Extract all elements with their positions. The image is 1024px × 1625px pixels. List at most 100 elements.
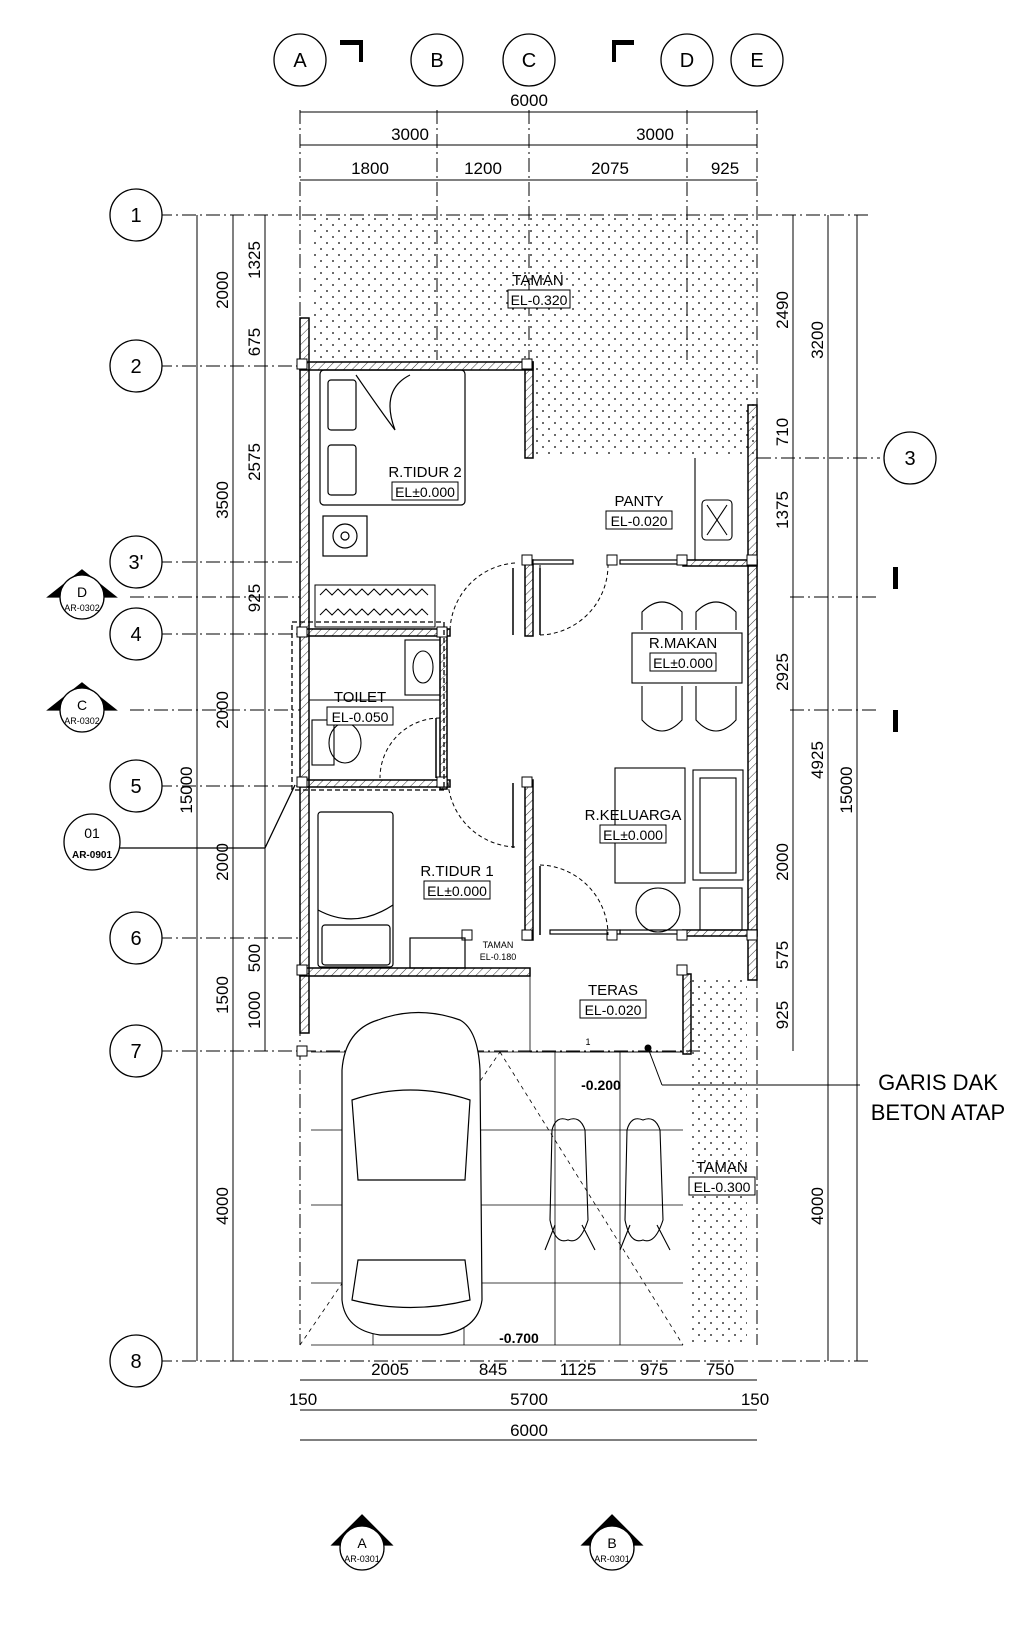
wardrobe-top — [314, 584, 436, 628]
motorbikes — [544, 1118, 671, 1251]
grid-row-4: 4 — [130, 624, 141, 646]
room-keluarga-el: EL±0.000 — [603, 827, 663, 843]
room-makan: R.MAKAN — [649, 635, 717, 652]
section-ticks — [340, 40, 898, 732]
room-taman-side-el: EL-0.300 — [694, 1179, 751, 1195]
dining-set — [631, 601, 743, 732]
callout-line-1: GARIS DAK — [878, 1070, 998, 1095]
room-panty-el: EL-0.020 — [611, 513, 668, 529]
door-leaves — [435, 568, 541, 935]
room-makan-el: EL±0.000 — [653, 655, 713, 671]
dim-left-mid-3: 2000 — [213, 691, 232, 729]
dim-bot-seg-1: 2005 — [371, 1360, 409, 1379]
room-taman-small: TAMAN — [483, 940, 514, 950]
section-b-letter: B — [607, 1535, 616, 1551]
section-c-letter: C — [77, 697, 87, 713]
pantry-counter — [694, 458, 733, 560]
callout-line-2: BETON ATAP — [871, 1100, 1005, 1125]
grid-row-8: 8 — [130, 1351, 141, 1373]
dim-left-mid-4: 2000 — [213, 843, 232, 881]
room-toilet: TOILET — [334, 689, 386, 706]
dim-bot-sub-2: 5700 — [510, 1390, 548, 1409]
section-a-letter: A — [357, 1535, 367, 1551]
walls — [299, 317, 758, 1055]
dim-right-inner-1: 2490 — [773, 291, 792, 329]
dim-bot-total: 6000 — [510, 1421, 548, 1440]
grid-row-6: 6 — [130, 928, 141, 950]
dim-left-inner-1: 1325 — [245, 241, 264, 279]
wall-openings — [532, 559, 684, 935]
room-tidur2-el: EL±0.000 — [395, 484, 455, 500]
dim-left-mid-2: 3500 — [213, 481, 232, 519]
grid-col-e: E — [750, 50, 763, 72]
dim-right-inner-6: 575 — [773, 941, 792, 969]
dim-right-inner-2: 710 — [773, 418, 792, 446]
dim-right-inner-7: 925 — [773, 1001, 792, 1029]
callout-leader — [644, 1044, 860, 1086]
dim-bot-sub-1: 150 — [289, 1390, 317, 1409]
dim-left-inner-6: 1000 — [245, 991, 264, 1029]
dim-bot-seg-5: 750 — [706, 1360, 734, 1379]
detail-number: 01 — [84, 825, 100, 841]
dim-right-mid-1: 3200 — [808, 321, 827, 359]
level-slope-mark: 1 — [585, 1037, 590, 1047]
column-bubbles — [273, 33, 784, 87]
dim-left-mid-6: 4000 — [213, 1187, 232, 1225]
dim-left-inner-2: 675 — [245, 328, 264, 356]
grid-col-a: A — [293, 50, 307, 72]
room-keluarga: R.KELUARGA — [585, 807, 682, 824]
grid-row-3p: 3' — [129, 552, 144, 574]
section-b-sheet: AR-0301 — [594, 1554, 630, 1564]
room-tidur2: R.TIDUR 2 — [388, 464, 461, 481]
room-tidur1: R.TIDUR 1 — [420, 863, 493, 880]
room-taman-side: TAMAN — [696, 1159, 747, 1176]
column-markers — [296, 358, 758, 1057]
dim-top-half-2: 3000 — [636, 125, 674, 144]
dim-left-mid-1: 2000 — [213, 271, 232, 309]
level-carport-top: -0.200 — [581, 1077, 621, 1093]
grid-row-2: 2 — [130, 356, 141, 378]
room-panty: PANTY — [615, 493, 664, 510]
section-d-sheet: AR-0302 — [64, 603, 100, 613]
dim-left-outer: 15000 — [177, 766, 196, 813]
garden-areas — [310, 215, 757, 1344]
bed-tidur-2 — [319, 369, 466, 557]
dim-right-mid-2: 4925 — [808, 741, 827, 779]
living-set — [614, 767, 744, 933]
dim-left-inner-4: 925 — [245, 584, 264, 612]
dim-right-outer: 15000 — [837, 766, 856, 813]
grid-col-c: C — [522, 50, 536, 72]
dim-top-total: 6000 — [510, 91, 548, 110]
dim-bot-seg-3: 1125 — [560, 1360, 597, 1379]
section-a-sheet: AR-0301 — [344, 1554, 380, 1564]
dim-bot-sub-3: 150 — [741, 1390, 769, 1409]
room-toilet-el: EL-0.050 — [332, 709, 389, 725]
grid-row-3: 3 — [904, 448, 915, 470]
room-teras-el: EL-0.020 — [585, 1002, 642, 1018]
door-swings — [379, 562, 609, 936]
dimension-lines — [196, 111, 858, 1441]
dim-right-mid-3: 4000 — [808, 1187, 827, 1225]
detail-sheet: AR-0901 — [72, 850, 112, 861]
grid-col-d: D — [680, 50, 694, 72]
grid-row-7: 7 — [130, 1041, 141, 1063]
section-markers — [46, 569, 644, 1571]
dim-right-inner-3: 1375 — [773, 491, 792, 529]
grid-col-b: B — [430, 50, 443, 72]
dim-bot-seg-2: 845 — [479, 1360, 507, 1379]
dim-top-half-1: 3000 — [391, 125, 429, 144]
dim-top-seg-4: 925 — [711, 159, 739, 178]
room-taman-top-el: EL-0.320 — [511, 292, 568, 308]
level-carport-bottom: -0.700 — [499, 1330, 539, 1346]
dim-top-seg-3: 2075 — [591, 159, 629, 178]
dim-left-mid-5: 1500 — [213, 976, 232, 1014]
dim-right-inner-4: 2925 — [773, 653, 792, 691]
room-tidur1-el: EL±0.000 — [427, 883, 487, 899]
grid-lines — [130, 110, 880, 1362]
section-c-sheet: AR-0302 — [64, 716, 100, 726]
bed-tidur-1 — [317, 811, 466, 969]
dim-left-inner-3: 2575 — [245, 443, 264, 481]
section-d-letter: D — [77, 584, 87, 600]
dim-top-seg-2: 1200 — [464, 159, 502, 178]
